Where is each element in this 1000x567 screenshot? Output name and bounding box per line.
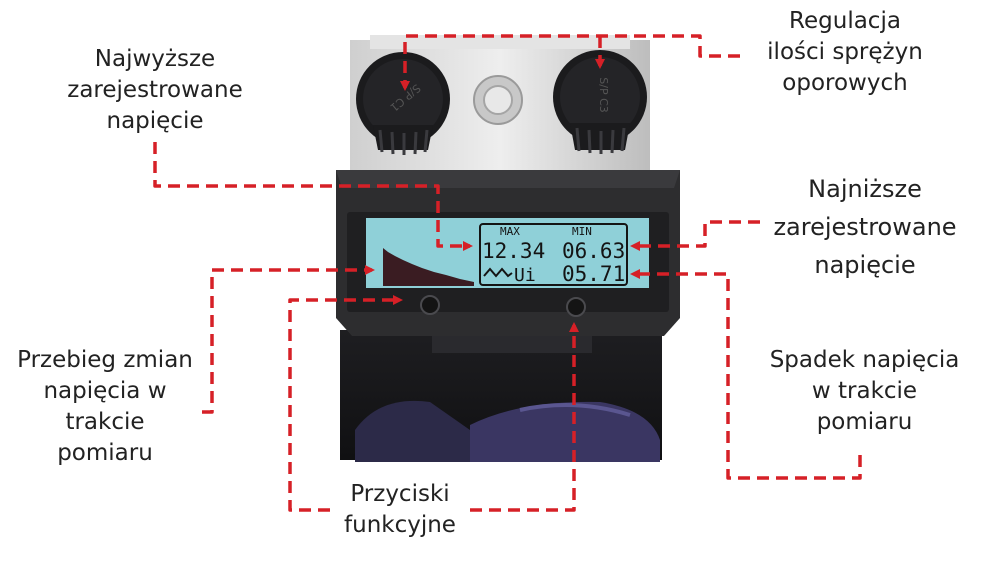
function-button-left[interactable]	[420, 295, 440, 315]
drop-value: 05.71	[562, 262, 625, 286]
arrow-button-left	[288, 295, 403, 512]
function-button-right[interactable]	[566, 297, 586, 317]
arrow-button-right	[470, 322, 579, 512]
label-voltage-drop: Spadek napięcia w trakcie pomiaru	[769, 347, 960, 435]
label-highest-recorded-voltage: Najwyższe zarejestrowane napięcie	[67, 46, 243, 134]
min-header: MIN	[572, 225, 592, 238]
label-voltage-waveform: Przebieg zmian napięcia w trakcie pomiar…	[17, 347, 193, 466]
lcd-screen: MAX MIN 12.34 06.63 Ui 05.71	[366, 218, 649, 288]
label-function-buttons: Przyciski funkcyjne	[344, 481, 456, 538]
arrow-drop	[630, 269, 862, 480]
readout-frame	[479, 223, 628, 286]
min-value: 06.63	[562, 239, 625, 263]
voltage-waveform-graph	[383, 248, 474, 286]
max-value: 12.34	[482, 239, 545, 263]
metal-top-strip	[370, 35, 630, 49]
right-knob-marking: S/P C3	[597, 77, 610, 113]
arrow-min	[630, 220, 760, 251]
waveform-icon	[483, 267, 513, 278]
center-bolt	[473, 75, 523, 125]
arrow-max	[153, 142, 473, 251]
left-adjustment-knob[interactable]: S/P C1	[356, 52, 450, 155]
arrow-waveform	[202, 265, 375, 414]
label-spring-regulation: Regulacja ilości sprężyn oporowych	[767, 8, 923, 96]
right-adjustment-knob[interactable]: S/P C3	[553, 50, 647, 154]
lower-body-and-hand	[340, 330, 662, 462]
max-header: MAX	[500, 225, 520, 238]
arrow-regulation-left	[400, 34, 740, 91]
drop-symbol: Ui	[514, 265, 536, 286]
label-lowest-recorded-voltage: Najniższe zarejestrowane napięcie	[773, 175, 957, 279]
